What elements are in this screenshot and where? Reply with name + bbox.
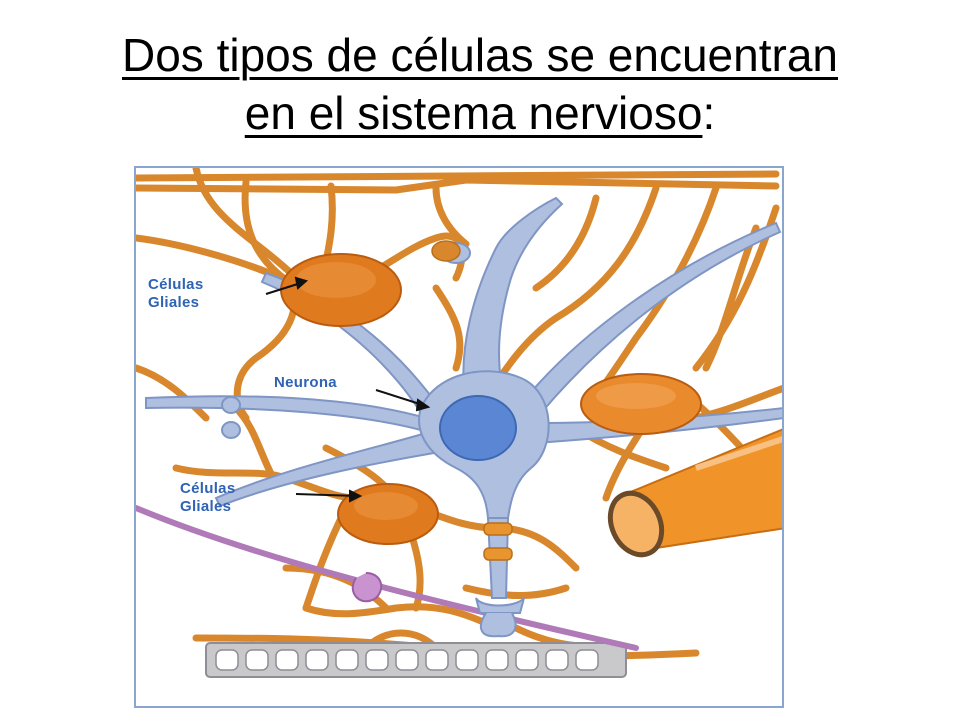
label-glial-bottom: Células Gliales [180, 480, 236, 515]
tissue-drawing [136, 168, 782, 678]
label-glial-top: Células Gliales [148, 276, 204, 311]
title-colon: : [702, 87, 716, 139]
nervous-tissue-illustration: Células Gliales Neurona Células Gliales [134, 166, 784, 708]
title-line-2: en el sistema nervioso [244, 87, 703, 139]
glial-cells [280, 240, 702, 545]
title-line-1: Dos tipos de células se encuentran [122, 29, 838, 81]
glial-cell-small [431, 240, 461, 262]
neuron-nucleus [439, 395, 517, 461]
large-vessel [607, 428, 782, 558]
axon-terminal [479, 612, 517, 638]
label-neuron: Neurona [274, 374, 337, 391]
axon-myelin [483, 522, 513, 561]
capillary [205, 642, 627, 678]
label-arrows [265, 276, 431, 503]
slide-title: Dos tipos de células se encuentran en el… [0, 26, 960, 142]
purple-synapse [351, 572, 383, 603]
purple-axon [136, 505, 639, 651]
